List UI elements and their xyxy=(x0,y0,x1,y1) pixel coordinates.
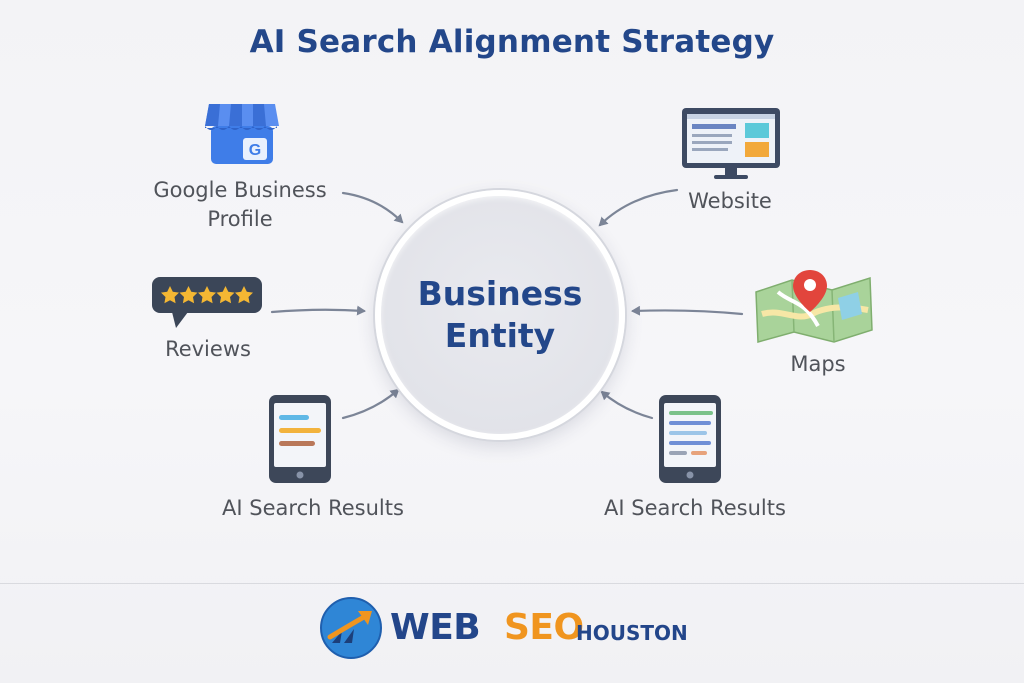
business-entity-hub: Business Entity xyxy=(375,190,625,440)
arrow-ai-left-to-hub xyxy=(341,388,400,420)
brand-footer: WEB SEO HOUSTON xyxy=(320,597,720,661)
arrow-website-to-hub xyxy=(598,188,679,227)
arrow-ai-right-to-hub xyxy=(600,390,654,420)
label-reviews: Reviews xyxy=(165,337,251,361)
label-maps: Maps xyxy=(790,352,846,376)
arrow-google-to-hub xyxy=(341,191,404,224)
hub-label-line2: Entity xyxy=(444,316,556,355)
folded-map-pin-icon xyxy=(755,270,873,343)
tablet-results-icon xyxy=(269,395,331,483)
label-google-line2: Profile xyxy=(207,207,273,231)
arrow-reviews-to-hub xyxy=(270,305,366,316)
brand-word-houston: HOUSTON xyxy=(576,621,688,645)
tablet-results-icon xyxy=(659,395,721,483)
label-ai-search-results-left: AI Search Results xyxy=(222,496,404,520)
brand-word-seo: SEO xyxy=(504,607,584,648)
label-website: Website xyxy=(688,189,772,213)
google-storefront-icon: G xyxy=(205,104,279,164)
label-google-business-profile: Google Business Profile xyxy=(130,176,350,234)
label-ai-search-results-right: AI Search Results xyxy=(604,496,786,520)
hub-label-line1: Business xyxy=(417,274,583,313)
arrow-maps-to-hub xyxy=(631,305,744,316)
label-google-line1: Google Business xyxy=(153,178,327,202)
star-rating-bubble-icon xyxy=(152,277,262,328)
footer-divider xyxy=(0,583,1024,584)
growth-chart-icon xyxy=(320,597,382,659)
desktop-monitor-icon xyxy=(682,108,780,179)
brand-word-web: WEB xyxy=(390,607,481,648)
google-badge-letter: G xyxy=(249,142,261,159)
diagram-title: AI Search Alignment Strategy xyxy=(249,24,775,60)
